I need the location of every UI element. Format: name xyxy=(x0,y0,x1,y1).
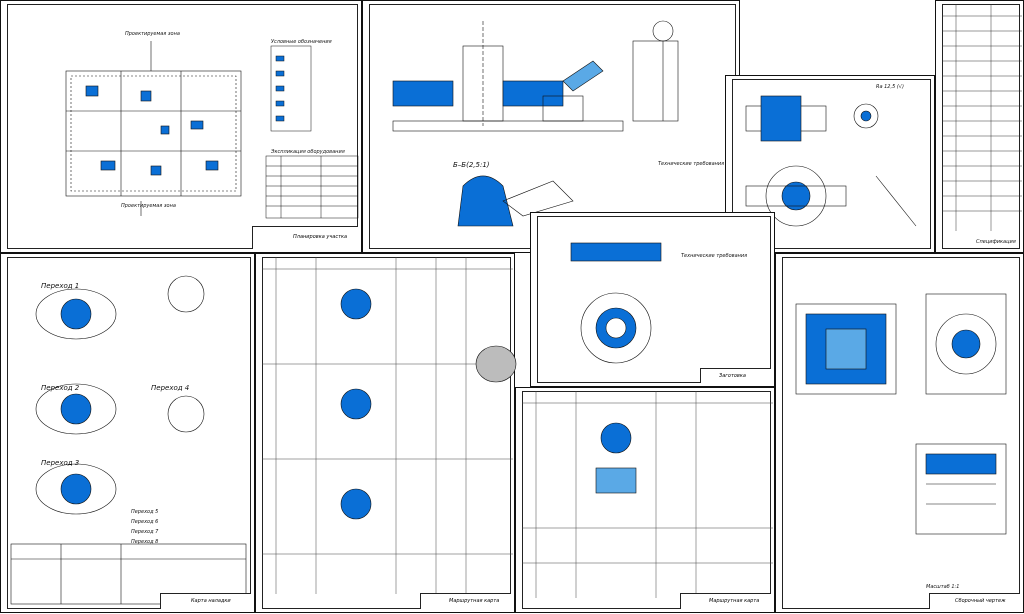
drawing-frame xyxy=(522,391,771,609)
perehod-4: Переход 4 xyxy=(151,384,190,392)
zone-label-top: Проектируемая зона xyxy=(125,31,180,37)
drawing-frame xyxy=(7,4,358,249)
drawing-frame xyxy=(537,216,771,383)
title-block: Маршрутная карта xyxy=(680,593,771,609)
perehod-7: Переход 7 xyxy=(131,529,159,535)
perehod-8: Переход 8 xyxy=(131,539,159,545)
sheet-route: Маршрутная карта xyxy=(255,253,517,613)
perehod-3: Переход 3 xyxy=(41,459,80,467)
route2-table xyxy=(522,391,773,598)
sheet-route-2: Маршрутная карта xyxy=(515,387,775,613)
tech-notes-title: Технические требования xyxy=(658,161,725,167)
title-block: Планировка участка xyxy=(252,226,358,249)
sheet-title: Заготовка xyxy=(719,373,746,379)
equipment-table-title: Экспликация оборудования xyxy=(271,149,345,155)
part-drawing xyxy=(745,95,917,227)
sheet-title: Карта наладки xyxy=(191,598,231,604)
sheet-title: Сборочный чертеж xyxy=(955,598,1006,604)
operations-drawing xyxy=(10,275,247,605)
blank-drawing xyxy=(570,242,662,364)
perehod-5: Переход 5 xyxy=(131,509,159,515)
drawing-frame xyxy=(942,4,1020,249)
assembly-scale: Масштаб 1:1 xyxy=(926,584,960,590)
route-table xyxy=(262,257,517,594)
legend-title: Условные обозначения xyxy=(271,39,332,45)
title-block: Карта наладки xyxy=(160,593,251,609)
drawing-frame xyxy=(262,257,511,609)
sheet-layout-plan: Проектируемая зона Проектируемая зона Ус… xyxy=(0,0,362,253)
perehod-1: Переход 1 xyxy=(41,282,80,290)
sheet-title: Планировка участка xyxy=(293,234,348,240)
fixture-drawing xyxy=(392,20,679,227)
sheet-operations: Переход 1 Переход 2 Переход 3 Переход 4 … xyxy=(0,253,255,613)
layout-plan-drawing xyxy=(65,41,359,219)
drawing-frame xyxy=(732,79,931,249)
title-block: Сборочный чертеж xyxy=(929,593,1020,609)
roughness-note: Ra 12,5 (√) xyxy=(876,84,904,90)
title-block: Маршрутная карта xyxy=(420,593,511,609)
sheet-title: Маршрутная карта xyxy=(449,598,500,604)
sheet-title: Маршрутная карта xyxy=(709,598,760,604)
drawing-frame xyxy=(7,257,251,609)
blank-notes-title: Технические требования xyxy=(681,253,748,259)
perehod-6: Переход 6 xyxy=(131,519,159,525)
zone-label-bottom: Проектируемая зона xyxy=(121,203,176,209)
sheet-blank: Технические требования Заготовка xyxy=(530,212,775,387)
title-block: Заготовка xyxy=(700,368,771,383)
drawing-frame xyxy=(782,257,1020,609)
spec-table xyxy=(942,4,1022,231)
section-label: Б–Б(2,5:1) xyxy=(453,161,490,169)
sheet-fixture: Б–Б(2,5:1) Технические требования xyxy=(362,0,740,253)
spec-title: Спецификация xyxy=(976,239,1016,245)
sheet-spec: Спецификация xyxy=(935,0,1024,253)
sheet-assembly: Масштаб 1:1 Сборочный чертеж xyxy=(775,253,1024,613)
perehod-2: Переход 2 xyxy=(41,384,80,392)
assembly-drawing xyxy=(795,293,1007,535)
